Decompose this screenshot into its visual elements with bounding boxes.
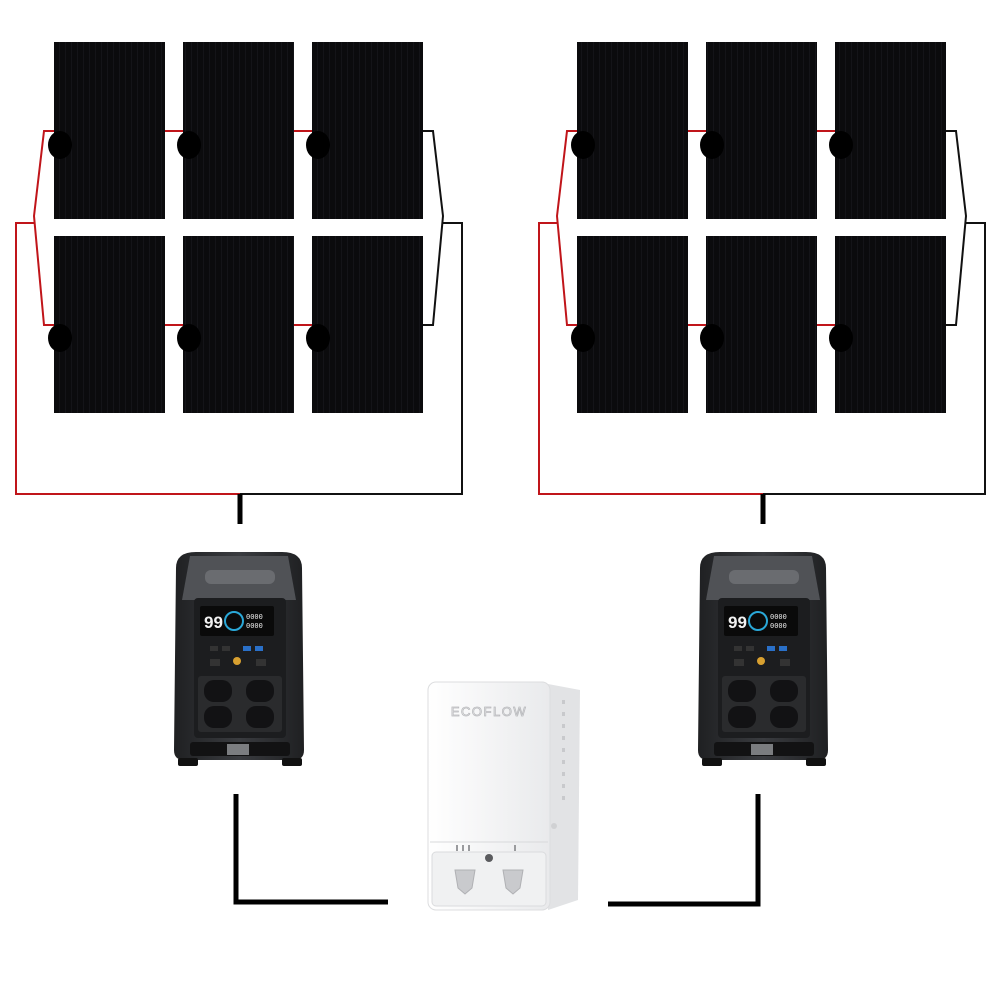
station-display (200, 606, 274, 636)
battery-ring-icon (748, 611, 768, 631)
solar-panel (706, 236, 817, 413)
solar-panel (54, 236, 165, 413)
left-array-wiring (15, 130, 463, 524)
solar-panel (577, 42, 688, 219)
ecoflow-brand-label: ECOFLOW (451, 704, 527, 719)
positive-wire (555, 130, 577, 326)
station-display (724, 606, 798, 636)
station-port-right (502, 869, 524, 895)
negative-wire (946, 130, 968, 326)
solar-panel (706, 42, 817, 219)
solar-panel (835, 236, 946, 413)
output-watts-readout: 0000 (770, 622, 787, 630)
right-array-wiring (538, 130, 986, 524)
positive-wire (32, 130, 54, 326)
solar-panel (183, 42, 294, 219)
solar-panel (54, 42, 165, 219)
smart-home-panel: ECOFLOW (427, 681, 580, 911)
solar-panel (312, 236, 423, 413)
power-button-icon[interactable] (757, 657, 765, 665)
power-button-icon[interactable] (233, 657, 241, 665)
solar-panel (312, 42, 423, 219)
negative-wire (423, 130, 445, 326)
solar-panel (183, 236, 294, 413)
solar-panel (835, 42, 946, 219)
soc-readout: 99 (204, 613, 223, 632)
ac-outlet-icon (204, 680, 274, 728)
input-watts-readout: 0000 (246, 613, 263, 621)
soc-readout: 99 (728, 613, 747, 632)
ac-outlet-icon (728, 680, 798, 728)
left-solar-array (48, 42, 423, 413)
solar-panel (577, 236, 688, 413)
left-power-station: 99 0000 0000 (174, 552, 304, 766)
output-watts-readout: 0000 (246, 622, 263, 630)
left-station-cable (233, 794, 388, 905)
battery-ring-icon (224, 611, 244, 631)
right-power-station: 99 0000 0000 (698, 552, 828, 766)
right-solar-array (571, 42, 946, 413)
input-watts-readout: 0000 (770, 613, 787, 621)
status-light-icon (485, 854, 493, 862)
right-station-cable (608, 794, 761, 907)
station-port-left (454, 869, 476, 895)
